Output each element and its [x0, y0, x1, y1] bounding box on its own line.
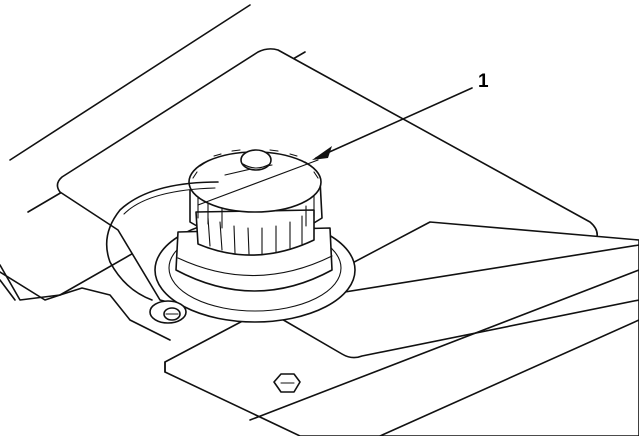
fuel-cap	[188, 149, 323, 256]
hex-bolt	[273, 373, 301, 393]
callout-number-1: 1	[478, 71, 489, 92]
filler-neck-assembly	[154, 149, 356, 323]
tether-cable	[105, 181, 219, 301]
tether-ground-lug	[149, 300, 187, 324]
lower-left-plate	[0, 214, 201, 341]
callout: 1	[312, 71, 489, 160]
callout-arrowhead	[312, 146, 332, 160]
callout-leader-line	[315, 87, 473, 159]
